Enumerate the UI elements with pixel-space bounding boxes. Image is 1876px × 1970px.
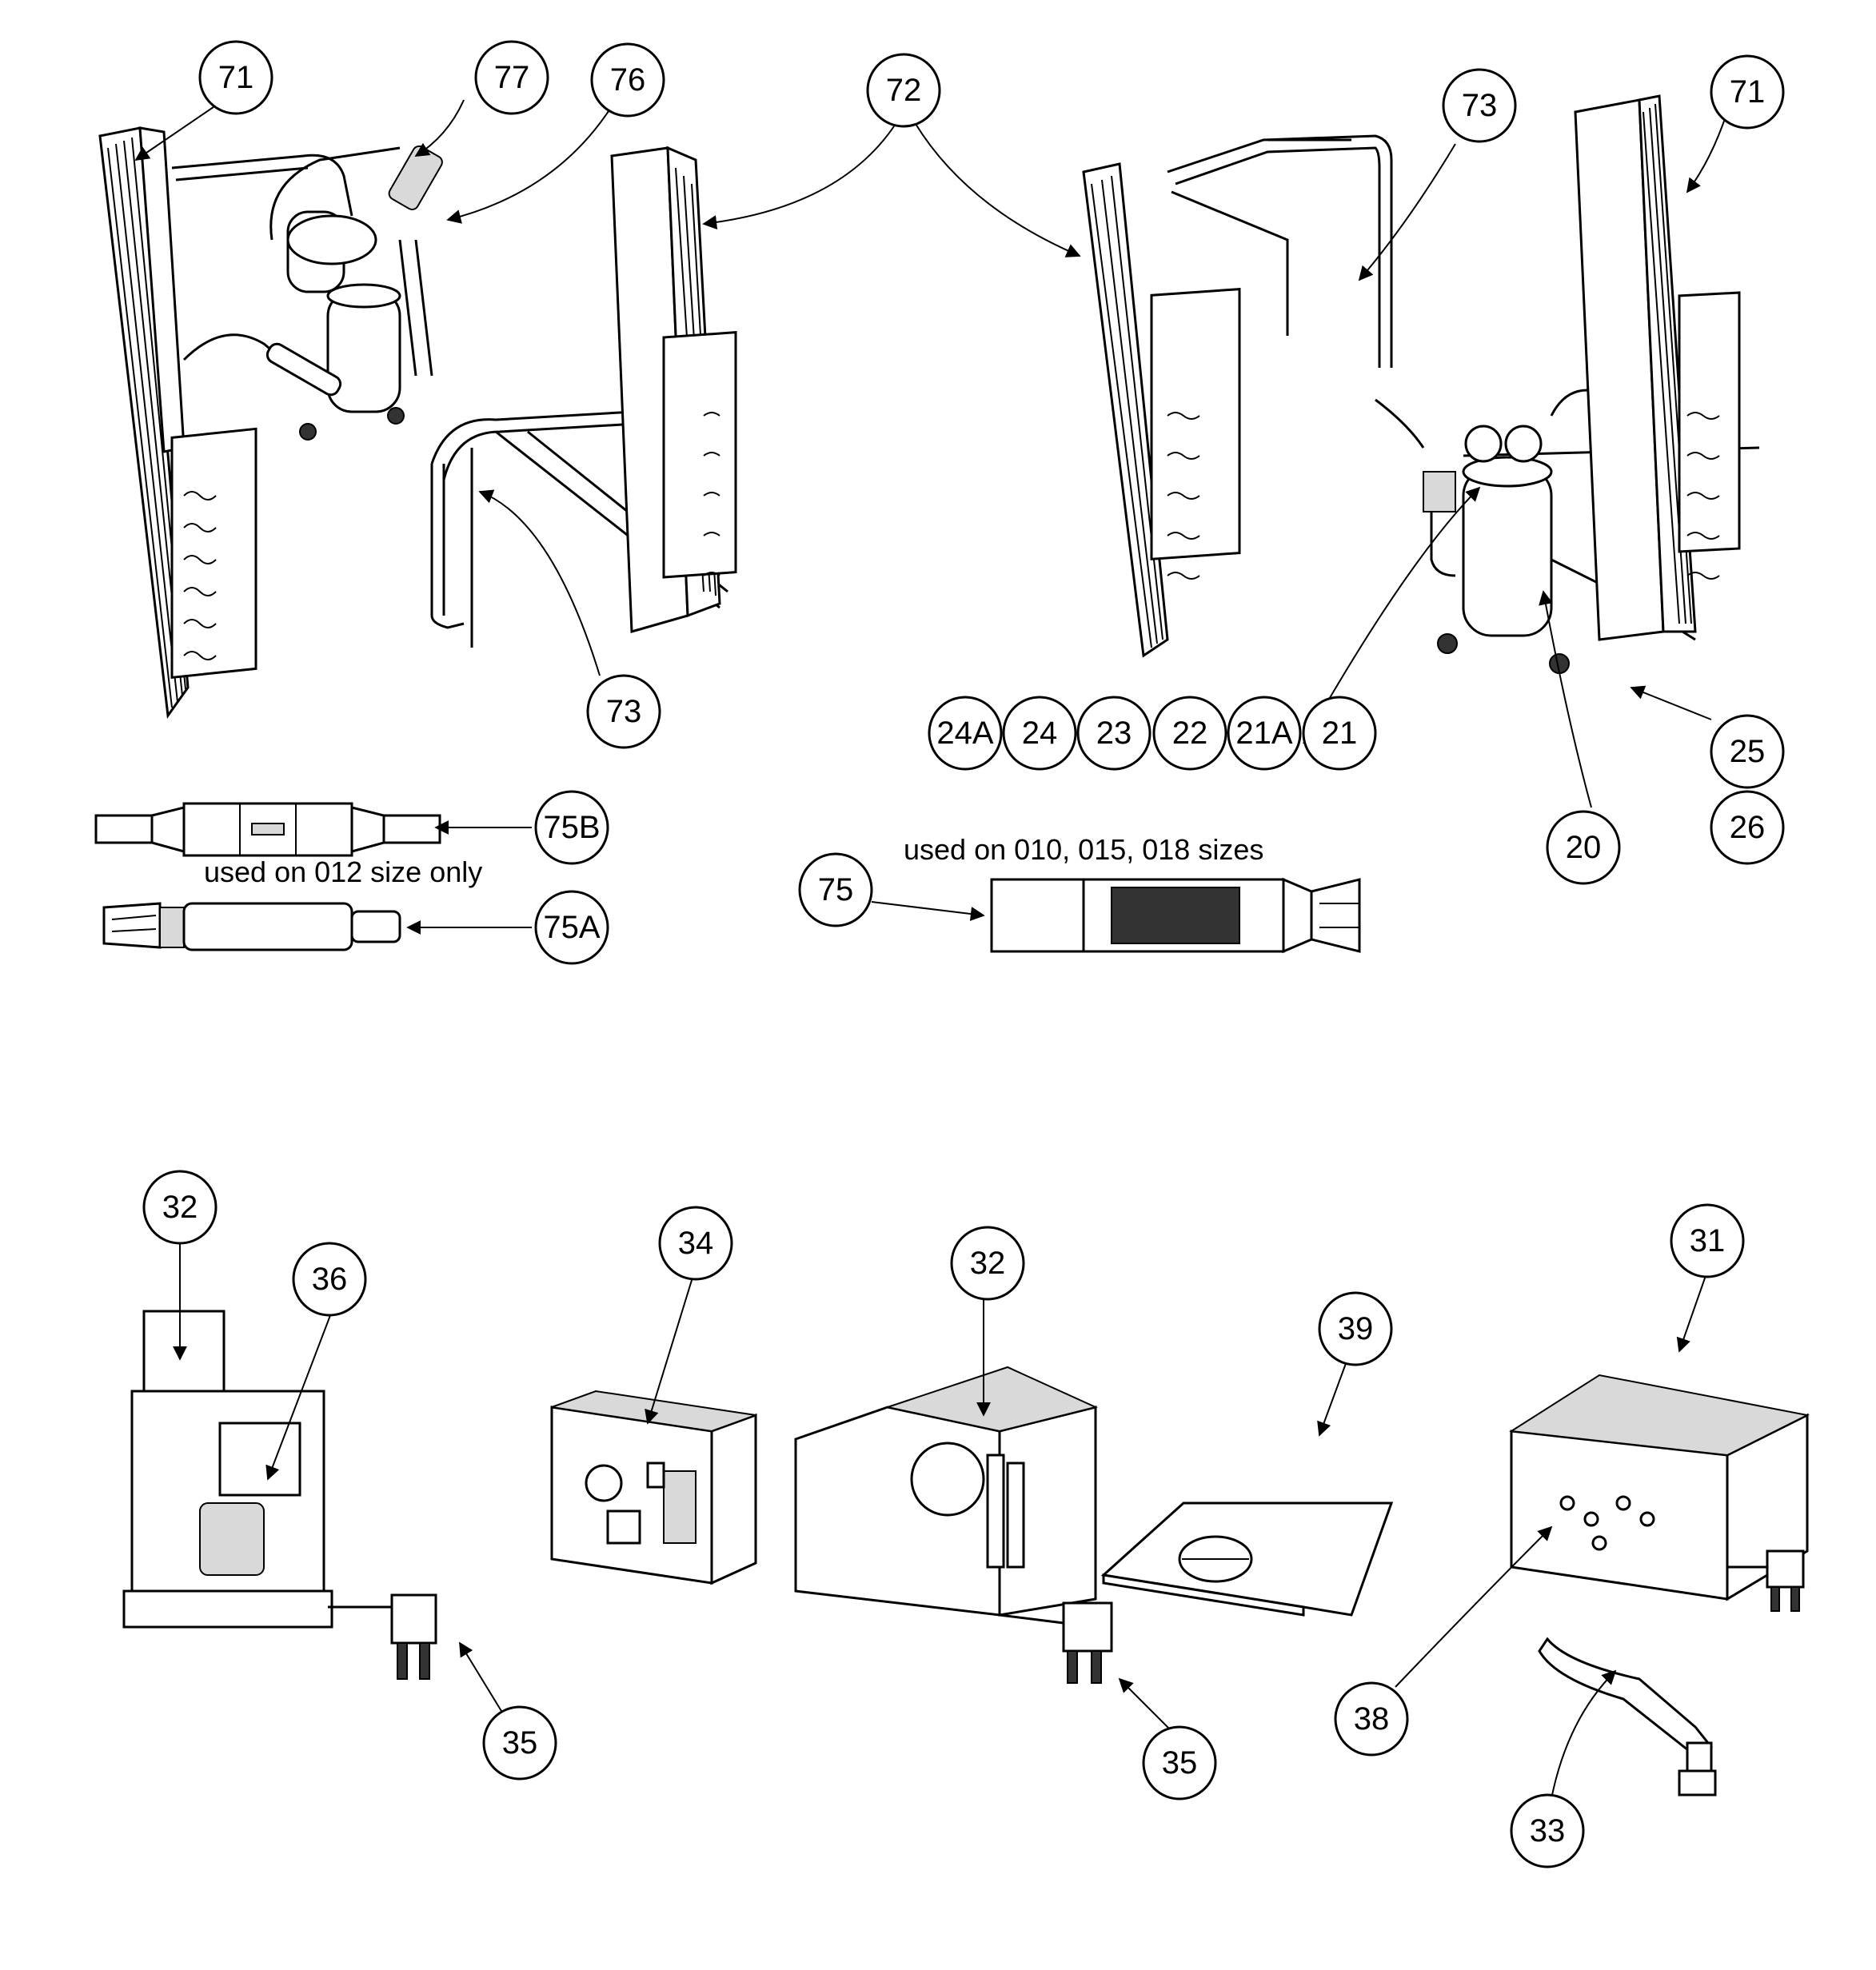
- condenser-coil-left: [98, 126, 257, 720]
- svg-text:39: 39: [1338, 1311, 1374, 1346]
- bracket-33: [1538, 1637, 1717, 1797]
- svg-text:32: 32: [970, 1246, 1006, 1281]
- terminal-box: [1423, 471, 1456, 512]
- compressor-20: [1423, 425, 1570, 674]
- caption-010-015-018: used on 010, 015, 018 sizes: [904, 833, 1263, 866]
- control-box-mid: [794, 1366, 1113, 1684]
- svg-text:75A: 75A: [543, 910, 600, 945]
- condenser-coil-right: [1574, 94, 1741, 641]
- evaporator-coil-right: [1082, 162, 1241, 658]
- callout-71-right: 71: [1710, 54, 1785, 130]
- control-box-31: [1509, 1374, 1810, 1612]
- svg-text:34: 34: [678, 1226, 714, 1261]
- strainer-75: [990, 877, 1361, 954]
- svg-text:21: 21: [1322, 716, 1358, 751]
- svg-text:25: 25: [1730, 734, 1766, 769]
- callout-23: 23: [1076, 696, 1152, 771]
- callout-39: 39: [1318, 1291, 1393, 1366]
- svg-text:77: 77: [494, 60, 530, 95]
- svg-text:71: 71: [1730, 74, 1766, 110]
- svg-text:20: 20: [1566, 830, 1602, 865]
- relay-36: [218, 1422, 301, 1497]
- svg-text:35: 35: [502, 1725, 538, 1761]
- control-box-left: [122, 1310, 437, 1680]
- coil-assembly-left: [98, 126, 737, 720]
- callout-35-left: 35: [482, 1705, 557, 1781]
- capacitor-32-mid: [910, 1442, 985, 1517]
- svg-text:31: 31: [1690, 1223, 1726, 1258]
- panel-39: [1100, 1501, 1394, 1617]
- callout-35-mid: 35: [1142, 1725, 1217, 1801]
- callout-21A: 21A: [1227, 696, 1302, 771]
- callout-73-right: 73: [1442, 68, 1517, 143]
- svg-text:22: 22: [1172, 716, 1208, 751]
- compressor-left: [286, 210, 405, 441]
- svg-text:36: 36: [312, 1262, 348, 1297]
- callout-77: 77: [474, 40, 549, 115]
- svg-text:73: 73: [1462, 88, 1498, 123]
- svg-text:71: 71: [218, 60, 254, 95]
- svg-text:75: 75: [818, 872, 854, 907]
- svg-text:73: 73: [606, 694, 642, 729]
- callout-75A: 75A: [534, 890, 609, 965]
- svg-text:33: 33: [1530, 1813, 1566, 1848]
- callout-73-left: 73: [586, 674, 661, 749]
- svg-text:35: 35: [1162, 1745, 1198, 1781]
- accumulator-76: [388, 145, 443, 210]
- callout-36: 36: [292, 1242, 367, 1317]
- callout-34: 34: [658, 1206, 733, 1281]
- callout-20: 20: [1546, 810, 1621, 885]
- callout-31: 31: [1670, 1203, 1745, 1278]
- svg-text:76: 76: [610, 62, 646, 98]
- evaporator-coil-72: [610, 146, 737, 633]
- strainer-75b: [94, 802, 441, 857]
- callout-75B: 75B: [534, 790, 609, 865]
- callout-22: 22: [1152, 696, 1227, 771]
- svg-text:21A: 21A: [1235, 716, 1292, 751]
- strainer-75a: [102, 902, 401, 951]
- callout-25: 25: [1710, 714, 1785, 789]
- callout-32-left: 32: [142, 1170, 218, 1245]
- svg-text:24: 24: [1022, 716, 1058, 751]
- coil-assembly-right: [1082, 94, 1760, 674]
- callout-76: 76: [590, 42, 665, 118]
- callouts: 71 77 76 72 73 71 73 24A 24 23 22 21A 21…: [142, 40, 1785, 1868]
- callout-72: 72: [866, 53, 941, 128]
- svg-text:26: 26: [1730, 810, 1766, 845]
- leader-lines: [134, 99, 1728, 1800]
- svg-text:38: 38: [1354, 1701, 1390, 1737]
- callout-24: 24: [1002, 696, 1077, 771]
- svg-text:32: 32: [162, 1190, 198, 1225]
- circuit-board-34: [550, 1390, 757, 1585]
- callout-33: 33: [1510, 1793, 1585, 1868]
- callout-71-left: 71: [198, 40, 273, 115]
- svg-text:72: 72: [886, 73, 922, 108]
- callout-21: 21: [1302, 696, 1377, 771]
- svg-text:75B: 75B: [543, 810, 600, 845]
- svg-text:24A: 24A: [936, 716, 993, 751]
- caption-012-only: used on 012 size only: [204, 855, 482, 888]
- strainer-left: [265, 342, 342, 397]
- callout-32-mid: 32: [950, 1226, 1025, 1301]
- svg-text:23: 23: [1096, 716, 1132, 751]
- callout-38: 38: [1334, 1681, 1409, 1757]
- callout-24A: 24A: [928, 696, 1003, 771]
- callout-26: 26: [1710, 790, 1785, 865]
- callout-75: 75: [798, 852, 873, 927]
